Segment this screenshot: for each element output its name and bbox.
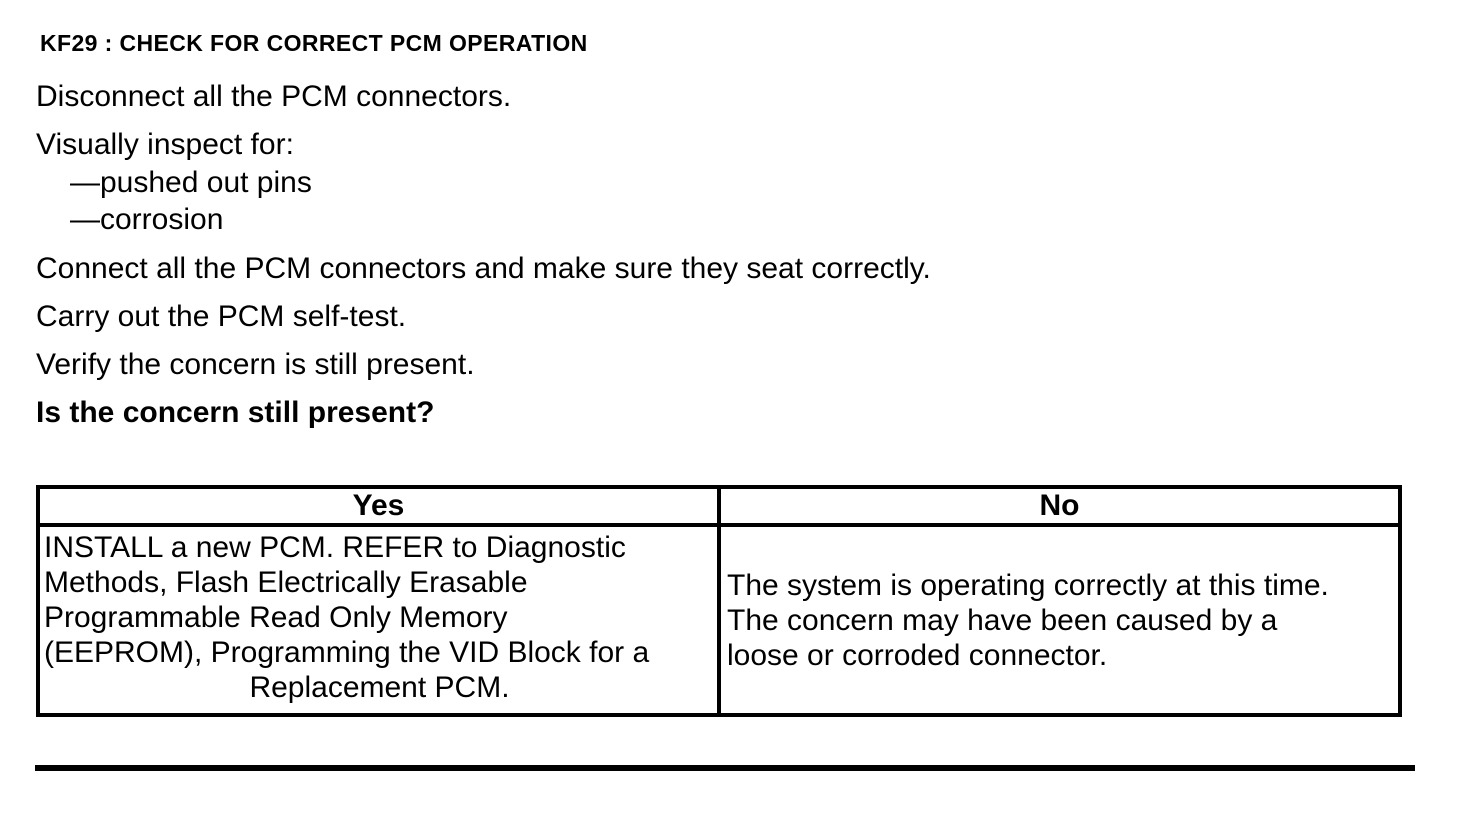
decision-table-header-row: Yes No <box>36 485 1402 527</box>
inspect-item-corrosion: —corrosion <box>70 203 224 236</box>
yes-column-header: Yes <box>36 485 721 527</box>
yes-action-line: Programmable Read Only Memory <box>44 601 508 634</box>
instruction-disconnect: Disconnect all the PCM connectors. <box>36 80 512 113</box>
no-action-line: loose or corroded connector. <box>727 638 1108 672</box>
yes-action-line: INSTALL a new PCM. REFER to Diagnostic <box>44 531 626 564</box>
instruction-inspect-intro: Visually inspect for: <box>36 128 294 161</box>
decision-table-body-row: INSTALL a new PCM. REFER to Diagnostic M… <box>36 523 1402 717</box>
no-action-line: The system is operating correctly at thi… <box>727 568 1329 602</box>
yes-action-line: (EEPROM), Programming the VID Block for … <box>44 636 650 669</box>
yes-no-decision-table: Yes No INSTALL a new PCM. REFER to Diagn… <box>36 485 1402 717</box>
instruction-verify: Verify the concern is still present. <box>36 348 475 381</box>
instruction-self-test: Carry out the PCM self-test. <box>36 300 407 333</box>
instruction-connect: Connect all the PCM connectors and make … <box>36 252 931 285</box>
inspect-item-pushed-pins: —pushed out pins <box>70 166 312 199</box>
decision-question: Is the concern still present? <box>36 396 435 429</box>
yes-action-line: Replacement PCM. <box>249 671 510 704</box>
yes-action-line: Methods, Flash Electrically Erasable <box>44 566 528 599</box>
bottom-divider-rule <box>35 765 1415 771</box>
yes-action-cell: INSTALL a new PCM. REFER to Diagnostic M… <box>36 523 721 717</box>
no-column-header: No <box>717 485 1402 527</box>
no-action-line: The concern may have been caused by a <box>727 603 1278 637</box>
no-action-cell: The system is operating correctly at thi… <box>717 523 1402 717</box>
procedure-heading: KF29 : CHECK FOR CORRECT PCM OPERATION <box>40 30 588 56</box>
